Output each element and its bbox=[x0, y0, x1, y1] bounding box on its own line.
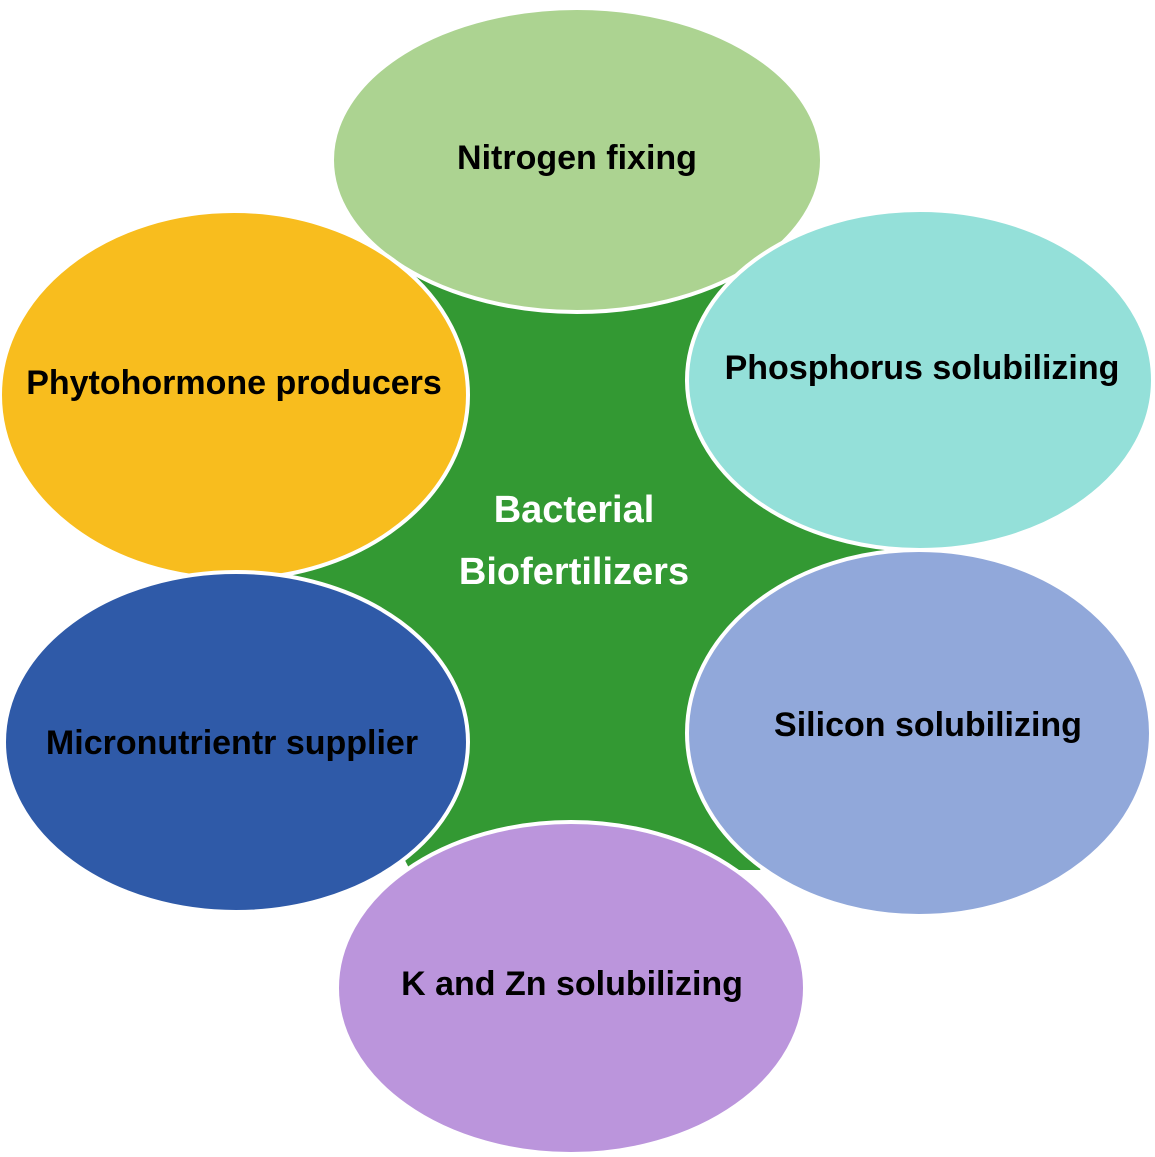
petal-nitrogen-fixing bbox=[330, 6, 824, 314]
center-title-line2: Biofertilizers bbox=[459, 551, 689, 593]
label-micronutrient-supplier: Micronutrientr supplier bbox=[46, 724, 418, 762]
label-nitrogen-fixing: Nitrogen fixing bbox=[457, 139, 697, 177]
label-phytohormone-producers: Phytohormone producers bbox=[26, 364, 442, 402]
center-title-line1: Bacterial bbox=[494, 489, 655, 531]
petal-micronutrient-supplier bbox=[2, 570, 470, 914]
petal-k-zn-solubilizing bbox=[335, 820, 807, 1156]
label-silicon-solubilizing: Silicon solubilizing bbox=[774, 706, 1082, 744]
label-phosphorus-solubilizing: Phosphorus solubilizing bbox=[725, 349, 1120, 387]
label-k-zn-solubilizing: K and Zn solubilizing bbox=[401, 965, 743, 1003]
petal-silicon-solubilizing bbox=[685, 548, 1153, 918]
